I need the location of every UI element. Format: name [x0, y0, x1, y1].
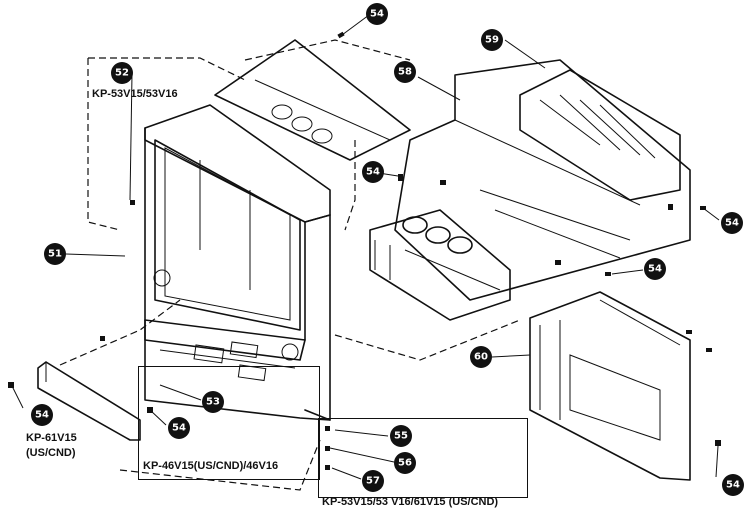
- callout-56: 56: [394, 452, 416, 474]
- callout-55: 55: [390, 425, 412, 447]
- svg-text:54: 54: [370, 9, 384, 20]
- label-kp53v15-53v16: KP-53V15/53V16: [92, 88, 178, 100]
- svg-text:54: 54: [172, 423, 186, 434]
- callout-51: 51: [44, 243, 66, 265]
- top-panel: [214, 39, 411, 161]
- svg-text:53: 53: [206, 397, 220, 408]
- callout-54-top: 54: [366, 3, 388, 25]
- label-kp46v15: KP-46V15(US/CND)/46V16: [143, 460, 279, 472]
- callout-57: 57: [362, 470, 384, 492]
- rear-board: [529, 291, 691, 481]
- callout-54-bottom-right: 54: [722, 474, 744, 496]
- svg-text:54: 54: [725, 218, 739, 229]
- rear-frame: [394, 59, 691, 301]
- callout-59: 59: [481, 29, 503, 51]
- label-us-cnd: (US/CND): [26, 447, 76, 459]
- light-engine-block: [369, 209, 511, 321]
- svg-text:54: 54: [35, 410, 49, 421]
- svg-text:59: 59: [485, 35, 499, 46]
- svg-text:57: 57: [366, 476, 380, 487]
- svg-text:54: 54: [726, 480, 740, 491]
- leader-lines: [11, 14, 720, 480]
- svg-text:52: 52: [115, 68, 129, 79]
- callout-54-left: 54: [31, 404, 53, 426]
- label-kp61v15: KP-61V15: [26, 432, 77, 444]
- callout-54-mid: 54: [362, 161, 384, 183]
- callout-60: 60: [470, 346, 492, 368]
- main-cabinet: [144, 104, 331, 421]
- callout-54-lower: 54: [168, 417, 190, 439]
- svg-text:60: 60: [474, 352, 488, 363]
- variant-box-46v15: [138, 366, 320, 480]
- variant-box-53-61: [318, 418, 528, 498]
- label-kp53-61: KP-53V15/53 V16/61V15 (US/CND): [322, 496, 499, 508]
- svg-text:54: 54: [366, 167, 380, 178]
- callout-52: 52: [111, 62, 133, 84]
- callout-53: 53: [202, 391, 224, 413]
- svg-text:55: 55: [394, 431, 408, 442]
- side-bracket: [37, 361, 141, 441]
- svg-text:51: 51: [48, 249, 62, 260]
- dashed-outlines: [59, 39, 521, 491]
- svg-text:54: 54: [648, 264, 662, 275]
- callout-54-right: 54: [721, 212, 743, 234]
- callout-58: 58: [394, 61, 416, 83]
- callout-54-board: 54: [644, 258, 666, 280]
- svg-text:58: 58: [398, 67, 412, 78]
- screw-marks: [8, 31, 721, 470]
- svg-text:56: 56: [398, 458, 412, 469]
